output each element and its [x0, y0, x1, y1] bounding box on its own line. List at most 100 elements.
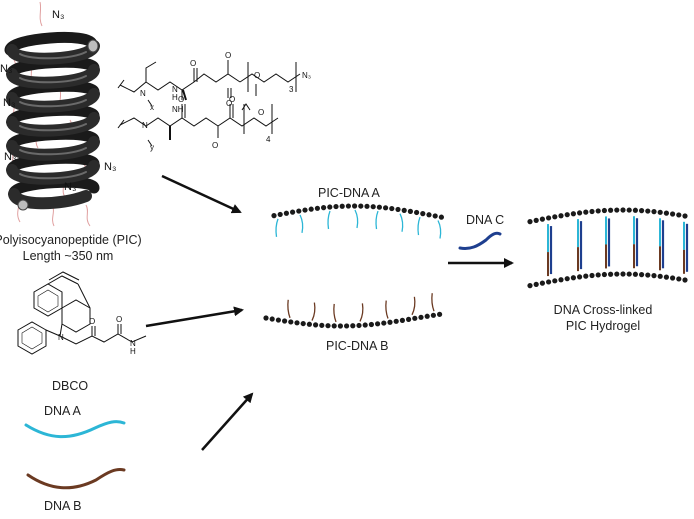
polymer-bead [682, 277, 688, 283]
polymer-bead [614, 271, 620, 277]
polymer-bead [546, 215, 552, 221]
azide-label: N₃ [104, 161, 116, 173]
polymer-bead [275, 317, 281, 323]
polymer-bead [283, 210, 289, 216]
polymer-bead [294, 320, 300, 326]
azide-labels: N₃ N₃ N₃ N₃ N₃ N₃ [0, 9, 116, 193]
polymer-bead [364, 203, 370, 209]
polymer-bead [375, 321, 381, 327]
azide-label: N₃ [3, 97, 15, 109]
polymer-bead [325, 323, 331, 329]
dna-b-pendant [385, 300, 389, 319]
dna-b-pendant [431, 293, 435, 312]
polymer-bead [426, 212, 432, 218]
chem-o: O [226, 99, 232, 108]
dna-a-pendant [417, 216, 421, 236]
hydrogel-label-line2: PIC Hydrogel [565, 319, 641, 333]
polymer-bead [401, 207, 407, 213]
chem-n3: N₃ [302, 71, 311, 80]
dna-a-pendant [327, 210, 331, 230]
pic-dna-b-label: PIC-DNA B [326, 339, 389, 353]
polymer-bead [595, 208, 601, 214]
reaction-arrows [145, 174, 514, 451]
polymer-bead [308, 206, 314, 212]
polymer-bead [437, 311, 443, 317]
polymer-bead [345, 203, 351, 209]
dbco-chemical-structure [17, 271, 147, 355]
polymer-bead [608, 207, 614, 213]
helix-end-cap-top [87, 39, 99, 53]
polymer-bead [269, 316, 275, 322]
dbco-label: DBCO [52, 379, 89, 393]
polymer-bead [570, 275, 577, 281]
polymer-bead [339, 203, 345, 209]
polymer-bead [639, 208, 645, 214]
polymer-bead [552, 214, 558, 220]
polymer-bead [552, 278, 558, 284]
polymer-bead [558, 213, 564, 219]
polymer-bead [362, 322, 368, 328]
polymer-bead [657, 209, 663, 215]
pic-dna-b-polymer [263, 293, 443, 329]
chem-h: H [172, 93, 178, 102]
polymer-bead [368, 321, 374, 328]
polymer-bead [539, 216, 546, 222]
polymer-bead [313, 322, 319, 328]
polymer-bead [376, 204, 382, 210]
polymer-bead [306, 321, 312, 327]
hydrogel-network [527, 207, 689, 289]
dna-a-pendant [299, 214, 304, 233]
polymer-bead [626, 271, 632, 277]
arrow-pic-to-pic-dna-a [161, 174, 242, 214]
polymer-bead [570, 211, 577, 217]
chem-n: N [140, 89, 146, 98]
polymer-bead [614, 207, 620, 213]
chem-x: x [150, 103, 154, 112]
polymer-bead [564, 212, 570, 218]
dna-a-pendant [399, 213, 404, 232]
chem-o: O [225, 51, 231, 60]
polymer-bead [639, 272, 645, 278]
polymer-bead [321, 205, 327, 211]
dna-b-pendant [311, 302, 316, 321]
polymer-bead [358, 203, 364, 209]
polymer-bead [352, 203, 358, 209]
polymer-bead [418, 314, 424, 320]
polymer-bead [430, 312, 436, 318]
polymer-bead [387, 319, 393, 325]
polymer-bead [657, 273, 663, 279]
polymer-bead [319, 322, 325, 328]
chem-n: N [172, 85, 178, 94]
polymer-bead [327, 204, 333, 210]
polymer-bead [420, 211, 426, 217]
polymer-bead [651, 209, 657, 215]
polymer-bead [670, 211, 676, 217]
chem-n: N [130, 339, 136, 348]
polymer-bead [331, 323, 337, 329]
polymer-bead [620, 271, 626, 277]
polymer-bead [533, 281, 539, 287]
polymer-bead [393, 318, 399, 324]
polymer-bead [432, 213, 438, 219]
polymer-bead [333, 203, 339, 210]
dna-c-label: DNA C [466, 213, 505, 227]
pic-dna-a-polymer [271, 203, 444, 239]
dna-b-pendant [359, 303, 364, 322]
polymer-bead [271, 213, 277, 219]
polymer-bead [350, 323, 356, 329]
polymer-bead [300, 320, 306, 327]
chem-o: O [229, 95, 235, 104]
chem-o: O [89, 317, 95, 326]
chem-sub-3: 3 [289, 85, 294, 94]
chemical-labels: O N H O O O 3 N₃ N N NH O O O O 4 x y [140, 51, 311, 152]
polymer-bead [344, 323, 350, 329]
dna-a-pendant [437, 220, 442, 239]
polymer-bead [314, 205, 320, 211]
polymer-bead [577, 274, 583, 280]
polymer-bead [577, 210, 583, 216]
pic-chemical-structure [117, 60, 301, 147]
chem-nh: NH [172, 105, 184, 114]
polymer-bead [356, 322, 362, 329]
pic-length-label: Length ~350 nm [22, 249, 114, 263]
azide-label: N₃ [0, 63, 12, 75]
